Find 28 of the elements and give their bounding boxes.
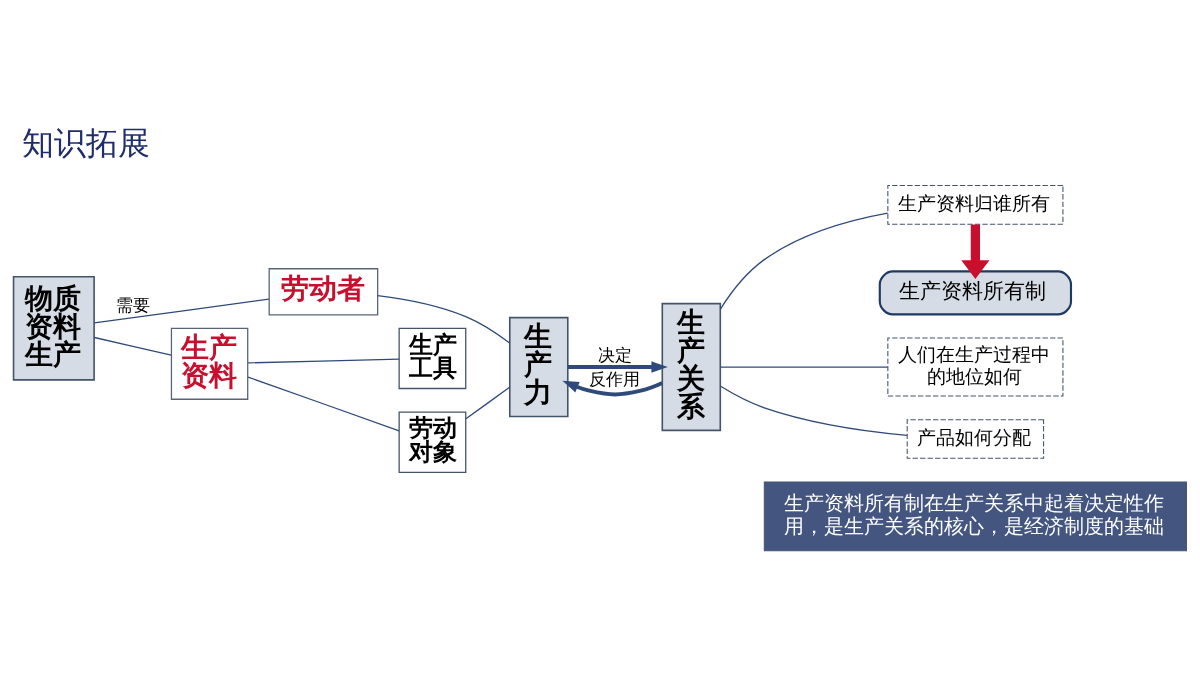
node-box: 物质资料生产	[12, 276, 95, 381]
connector	[719, 366, 889, 368]
node-box: 生产关系	[661, 302, 722, 432]
node-box: 生产资料所有制	[878, 270, 1073, 316]
node-box: 生产资料所有制在生产关系中起着决定性作用，是生产关系的核心，是经济制度的基础	[763, 481, 1187, 552]
arrow	[567, 361, 668, 373]
connector	[93, 336, 172, 356]
node-box: 人们在生产过程中的地位如何	[887, 337, 1064, 397]
connector	[720, 385, 908, 436]
connector	[247, 358, 400, 364]
edge-label: 反作用	[589, 370, 641, 390]
node-box: 生产资料归谁所有	[887, 185, 1064, 225]
node-box: 劳动者	[268, 268, 379, 316]
diagram-title: 知识拓展	[22, 125, 151, 162]
arrow	[562, 380, 664, 397]
connector	[465, 386, 511, 420]
node-box: 生产资料	[170, 327, 249, 400]
edge-label: 决定	[597, 346, 632, 366]
arrow	[961, 224, 990, 279]
edge-label: 需要	[115, 295, 150, 315]
node-box: 产品如何分配	[906, 419, 1045, 459]
connector	[719, 212, 889, 310]
connector	[377, 294, 511, 344]
connector	[247, 376, 400, 432]
node-box: 生产工具	[398, 327, 467, 390]
connector	[93, 298, 270, 324]
node-box: 生产力	[508, 316, 569, 418]
node-box: 劳动对象	[398, 411, 467, 473]
